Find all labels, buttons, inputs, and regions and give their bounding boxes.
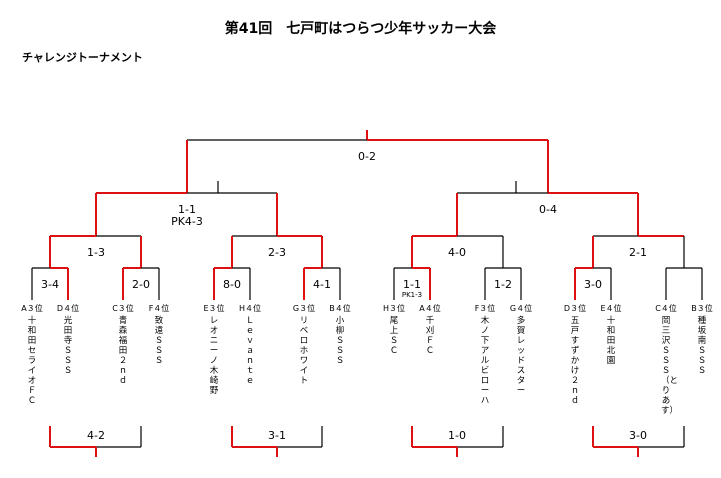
team-seed: H４位 <box>238 304 262 313</box>
q3-lines <box>411 235 504 268</box>
q1-lines <box>49 235 142 268</box>
team-name: レオニーノ木崎野 <box>209 316 219 396</box>
consolation-1-lines <box>49 426 142 457</box>
final-lines <box>186 130 549 193</box>
r1-lines <box>31 267 69 300</box>
score-quarter-4: 2-1 <box>629 246 647 259</box>
r4-lines <box>303 267 341 300</box>
team-seed: H３位 <box>382 304 406 313</box>
score-round1-match1: 3-4 <box>41 278 59 291</box>
team-name: 五戸すずかけ２ｎｄ <box>570 316 580 406</box>
bracket-subtitle: チャレンジトーナメント <box>22 51 143 64</box>
team-seed: B４位 <box>329 304 351 313</box>
team-seed: D３位 <box>563 304 587 313</box>
score-consolation-2: 3-1 <box>268 429 286 442</box>
score-round1-match2: 2-0 <box>132 278 150 291</box>
consolation-4-lines <box>592 426 685 457</box>
r5-lines <box>393 267 431 300</box>
tournament-title: 第41回 七戸町はつらつ少年サッカー大会 <box>224 21 497 37</box>
r2-lines <box>122 267 160 300</box>
team-seed: C３位 <box>112 304 134 313</box>
score-round1-match6: 1-2 <box>494 278 512 291</box>
team-name: 多賀レッドスター <box>516 316 526 396</box>
team-name: Ｌｅｖａｎｔｅ <box>245 316 255 386</box>
team-name: 小柳ＳＳＳ <box>335 316 345 366</box>
team-seed: F４位 <box>148 304 170 313</box>
score-round1-match3: 8-0 <box>223 278 241 291</box>
team-name: 千刈ＦＣ <box>425 316 435 356</box>
consolation-2-lines <box>231 426 323 457</box>
score-quarter-1: 1-3 <box>87 246 105 259</box>
score-semi-left: 1-1 <box>178 203 196 216</box>
score-round1-match4: 4-1 <box>313 278 331 291</box>
team-name: 岡三沢ＳＳＳ（とりあす） <box>661 316 679 416</box>
score-semi-left-pk: PK4-3 <box>171 215 203 228</box>
q2-lines <box>231 235 323 268</box>
semi-left-lines <box>95 181 278 236</box>
team-name: 木ノ下アルビローハ <box>480 316 490 406</box>
q4-lines <box>592 235 685 268</box>
score-semi-right: 0-4 <box>539 203 557 216</box>
score-quarter-3: 4-0 <box>448 246 466 259</box>
r8-lines <box>665 267 703 300</box>
score-quarter-2: 2-3 <box>268 246 286 259</box>
team-seed: E４位 <box>600 304 622 313</box>
r7-lines <box>574 267 612 300</box>
score-round1-match5: 1-1 <box>403 278 421 291</box>
team-name: 十和田セライオＦＣ <box>27 316 37 406</box>
team-name: 尾上ＳＣ <box>389 316 399 356</box>
team-seed: A３位 <box>21 304 43 313</box>
team-name: 種坂南ＳＳＳ <box>697 316 707 376</box>
team-name: 十和田北園 <box>606 316 616 366</box>
team-seed: D４位 <box>56 304 80 313</box>
team-name: 致遠ＳＳＳ <box>154 316 164 366</box>
team-seed: F３位 <box>474 304 496 313</box>
r6-lines <box>484 267 522 300</box>
score-round1-match7: 3-0 <box>584 278 602 291</box>
consolation-3-lines <box>411 426 504 457</box>
team-name: 青森福田２ｎｄ <box>118 316 128 386</box>
team-seed: B３位 <box>691 304 713 313</box>
team-seed: G３位 <box>292 304 316 313</box>
score-consolation-4: 3-0 <box>629 429 647 442</box>
team-seed: C４位 <box>655 304 677 313</box>
score-round1-match5-pk: PK1-3 <box>401 291 423 299</box>
team-seed: A４位 <box>419 304 441 313</box>
team-name: リベロホワイト <box>299 316 309 386</box>
r3-lines <box>213 267 251 300</box>
team-name: 光田寺ＳＳＳ <box>63 316 73 376</box>
semi-right-lines <box>456 181 639 236</box>
team-seed: G４位 <box>509 304 533 313</box>
score-final: 0-2 <box>358 150 376 163</box>
score-consolation-3: 1-0 <box>448 429 466 442</box>
score-consolation-1: 4-2 <box>87 429 105 442</box>
team-seed: E３位 <box>203 304 225 313</box>
